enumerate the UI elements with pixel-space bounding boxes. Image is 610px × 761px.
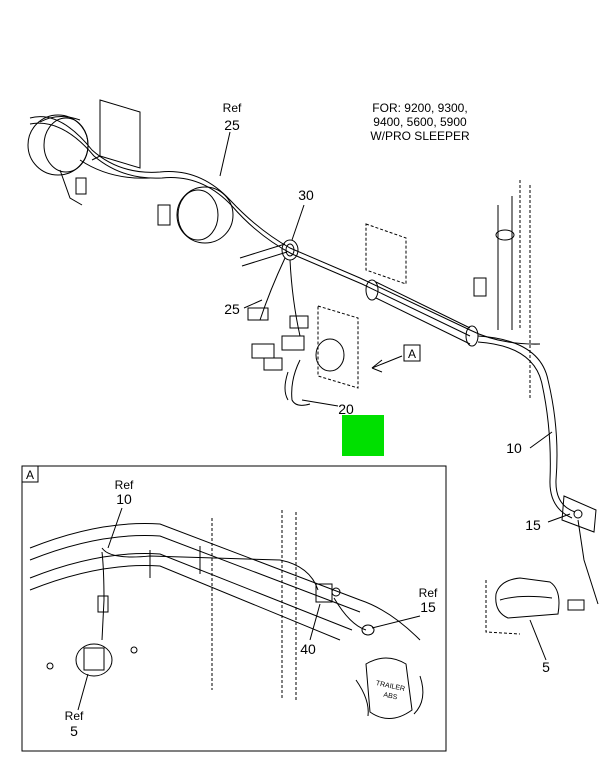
detail-ref10-ref: Ref — [115, 478, 134, 492]
center-bracket — [365, 223, 407, 285]
main-harness — [29, 116, 541, 345]
detail-ref15-ref: Ref — [419, 586, 438, 600]
detail-ref5-ref: Ref — [65, 709, 84, 723]
detail-callout-40: 40 — [300, 641, 316, 657]
view-a-arrow — [371, 355, 403, 373]
trailer-abs-lamp — [355, 657, 424, 719]
applicability-line2: 9400, 5600, 5900 — [373, 115, 467, 129]
detail-a-label-box — [21, 465, 39, 483]
callout-15: 15 — [525, 517, 541, 533]
connector-20 — [284, 305, 359, 406]
upper-bracket — [91, 99, 141, 169]
detail-a-grommet — [361, 624, 375, 636]
mount-hole — [130, 646, 138, 654]
left-lamp — [27, 114, 89, 206]
mount-hole — [46, 662, 54, 670]
leader-lines — [219, 131, 571, 661]
view-a-callout: A — [408, 347, 416, 361]
detail-a-lamp — [75, 643, 113, 677]
mid-lamp — [157, 186, 234, 244]
detail-a-frame — [21, 465, 447, 752]
detail-a-label: A — [26, 468, 34, 482]
detail-a-connector-40 — [315, 583, 341, 603]
detail-a-leaders — [77, 507, 421, 711]
detail-a-cable — [97, 546, 367, 641]
applicability-line1: FOR: 9200, 9300, — [372, 101, 467, 115]
cable-10 — [477, 335, 576, 519]
harness-tube — [239, 243, 479, 347]
callout-30: 30 — [298, 187, 314, 203]
applicability-line3: W/PRO SLEEPER — [370, 129, 470, 143]
right-lamp-5 — [485, 577, 585, 635]
right-post — [473, 180, 531, 400]
callout-5: 5 — [542, 659, 550, 675]
callout-25: 25 — [224, 301, 240, 317]
detail-a-rails — [29, 510, 421, 700]
ref25-number: 25 — [224, 117, 240, 133]
highlight-marker — [342, 415, 384, 456]
view-a-callout-box — [403, 344, 421, 362]
ref25-ref: Ref — [223, 101, 242, 115]
callout-10: 10 — [506, 440, 522, 456]
detail-ref5-number: 5 — [70, 723, 78, 739]
callout-20: 20 — [338, 401, 354, 417]
trailer-label: TRAILER — [375, 680, 405, 693]
grommet-15 — [561, 495, 599, 605]
detail-ref10-number: 10 — [116, 491, 132, 507]
abs-label: ABS — [383, 692, 398, 702]
connector-cluster — [247, 257, 309, 371]
detail-ref15-number: 15 — [420, 599, 436, 615]
